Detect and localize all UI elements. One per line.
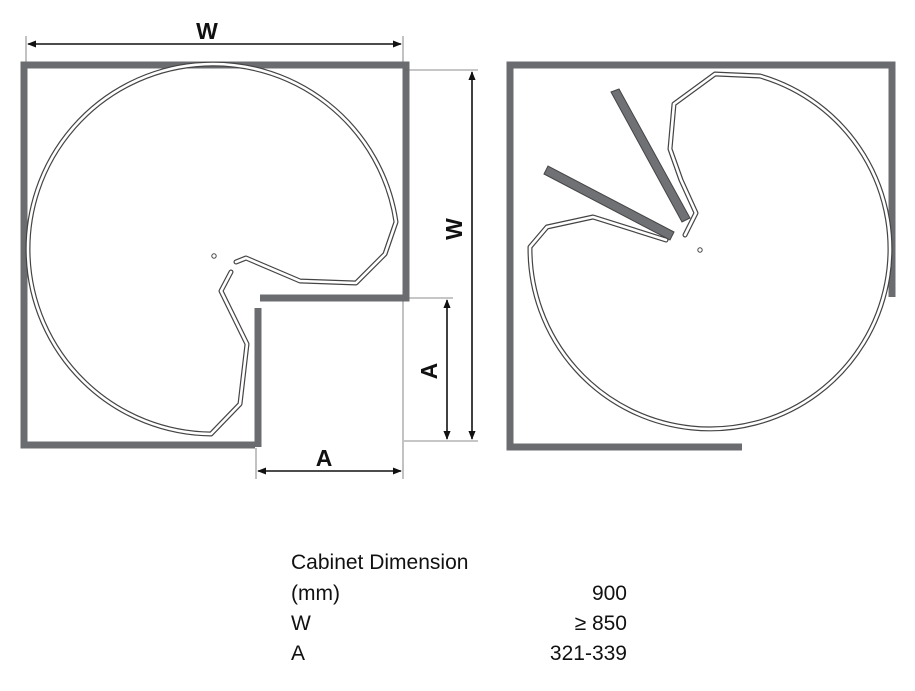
table-row-value: ≥ 850 — [574, 612, 627, 635]
cabinet-dimension-table: Cabinet Dimension (mm) 900 W ≥ 850 A 321… — [291, 548, 627, 669]
right-center-pivot — [697, 247, 703, 253]
right-door-panel-1 — [610, 88, 691, 223]
side-a-label: A — [416, 363, 442, 380]
table-row: A 321-339 — [291, 639, 627, 669]
right-door-panel-2 — [543, 165, 675, 241]
left-center-pivot — [211, 253, 217, 259]
table-title: Cabinet Dimension — [291, 551, 469, 574]
table-row-value: 900 — [591, 582, 627, 605]
left-view: W W A A — [20, 18, 478, 479]
table-row: W ≥ 850 — [291, 609, 627, 639]
table-row: (mm) 900 — [291, 579, 627, 609]
right-view — [506, 61, 896, 451]
table-row-value: 321-339 — [549, 642, 627, 665]
right-cabinet-wall — [506, 61, 896, 451]
top-w-label: W — [196, 18, 218, 44]
table-row-label: W — [291, 612, 311, 635]
table-row-label: (mm) — [291, 582, 340, 605]
table-row-label: A — [291, 642, 306, 665]
left-kidney-tray — [25, 61, 399, 437]
bottom-a-label: A — [316, 445, 333, 471]
side-w-label: W — [441, 218, 467, 240]
